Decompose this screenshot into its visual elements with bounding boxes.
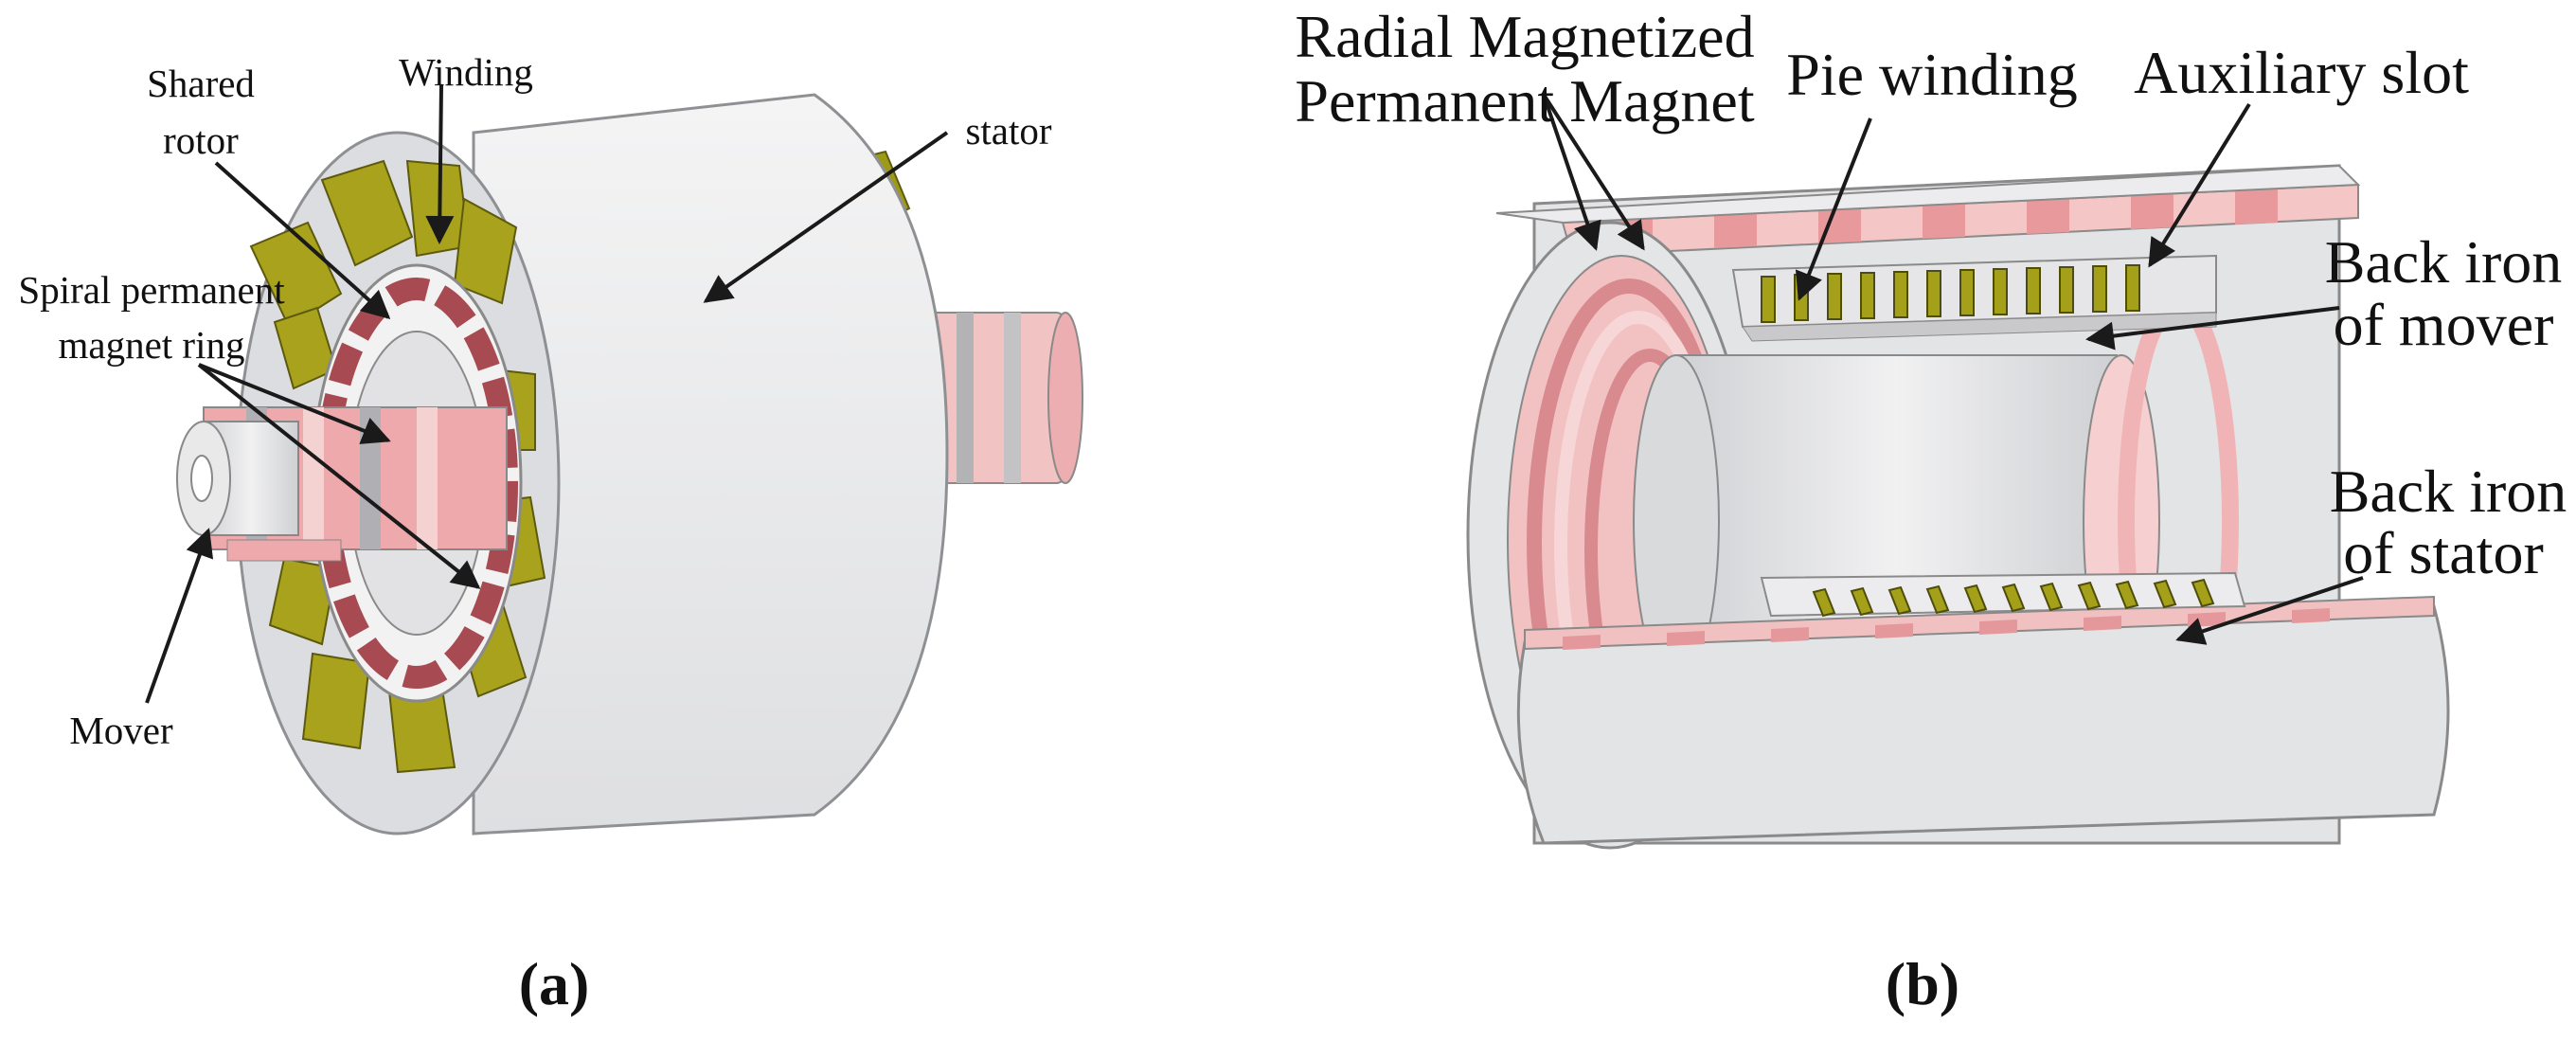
panel-a-labels: Shared rotor Winding stator Spiral perma… (18, 50, 1051, 1017)
panel-a-arrows (145, 84, 949, 704)
label-pie-winding: Pie winding (1786, 41, 2078, 108)
stator-shell (472, 93, 949, 835)
label-back-iron-stator-line2: of stator (2343, 519, 2544, 586)
label-radial-line1: Radial Magnetized (1295, 3, 1754, 70)
panel-b-drawing (1466, 164, 2450, 850)
lower-half-shell (1516, 604, 2450, 845)
label-shared-rotor-line1: Shared (147, 62, 255, 105)
arrow-shared-rotor (214, 161, 391, 320)
label-winding: Winding (399, 50, 533, 94)
arrow-radial-2 (1542, 93, 1645, 251)
panel-b-labels: Radial Magnetized Permanent Magnet Pie w… (1295, 3, 2567, 1017)
panel-b-arrows (1542, 93, 2364, 645)
arrow-spiral-2 (197, 363, 481, 589)
label-radial-line2: Permanent Magnet (1295, 67, 1754, 135)
arrow-aux-slot (2148, 102, 2251, 268)
label-auxiliary-slot: Auxiliary slot (2134, 39, 2469, 106)
label-spiral-line2: magnet ring (59, 323, 245, 367)
arrow-stator (703, 131, 949, 303)
arrow-winding (425, 84, 455, 244)
arrow-back-iron-stator (2175, 576, 2364, 645)
arrow-mover (145, 528, 214, 704)
arrow-spiral-1 (198, 363, 391, 444)
arrow-radial-1 (1542, 94, 1601, 251)
mover-shaft (176, 406, 508, 562)
label-mover: Mover (69, 709, 173, 752)
label-spiral-line1: Spiral permanent (18, 268, 285, 312)
label-back-iron-mover-line1: Back iron (2325, 228, 2563, 296)
caption-a: (a) (519, 950, 590, 1017)
label-back-iron-mover-line2: of mover (2334, 291, 2554, 358)
lower-pie-windings (1812, 578, 2215, 618)
arrow-pie-winding (1795, 117, 1872, 301)
label-back-iron-stator-line1: Back iron (2330, 458, 2567, 525)
label-stator: stator (965, 109, 1051, 153)
caption-b: (b) (1886, 950, 1959, 1017)
label-shared-rotor-line2: rotor (163, 118, 239, 162)
rear-shaft (922, 312, 1083, 484)
arrow-back-iron-mover (2085, 306, 2340, 350)
panel-a-drawing (176, 93, 1083, 835)
